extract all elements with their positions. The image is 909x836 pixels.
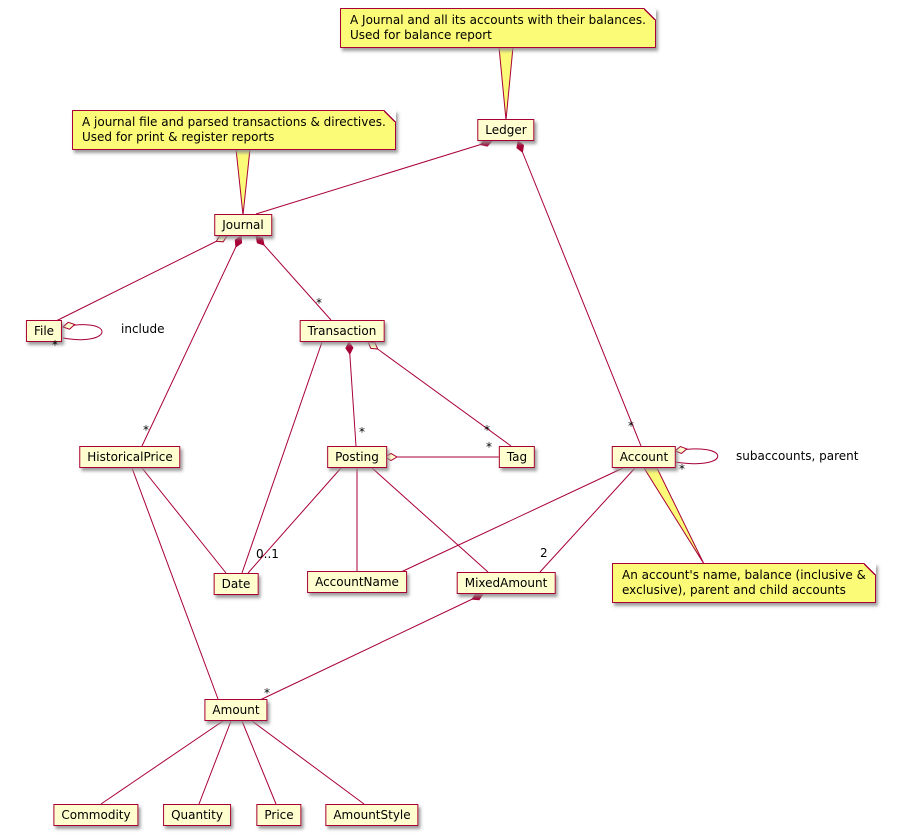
- class-tag: Tag: [498, 446, 536, 468]
- class-transaction: Transaction: [299, 320, 385, 342]
- class-tag-label: Tag: [506, 450, 528, 464]
- note-account: An account's name, balance (inclusive & …: [612, 563, 876, 603]
- multiplicity-transaction-tag: *: [484, 423, 490, 437]
- class-account-label: Account: [619, 450, 669, 464]
- edge-file-self-loop: [62, 321, 103, 341]
- note-fold-icon: [383, 110, 396, 122]
- edge-ledger-journal: [255, 138, 493, 215]
- class-journal-label: Journal: [222, 218, 264, 232]
- class-date: Date: [213, 573, 259, 595]
- edge-transaction-date: [241, 341, 323, 574]
- edge-label-subaccounts-parent: subaccounts, parent: [736, 449, 859, 463]
- edge-journal-file: [55, 235, 228, 322]
- note-journal-line1: A journal file and parsed transactions &…: [82, 115, 386, 129]
- note-account-line1: An account's name, balance (inclusive &: [622, 568, 866, 582]
- edge-amount-price: [241, 720, 277, 805]
- edge-transaction-tag: [367, 341, 512, 447]
- class-historicalprice-label: HistoricalPrice: [87, 450, 173, 464]
- edge-mixedamount-amount: [259, 592, 484, 701]
- edge-journal-historicalprice: [141, 235, 243, 447]
- note-anchor-account: [643, 467, 705, 565]
- multiplicity-ledger-account: *: [628, 419, 634, 433]
- class-amountstyle: AmountStyle: [325, 804, 419, 826]
- note-ledger-line1: A Journal and all its accounts with thei…: [350, 13, 646, 27]
- note-ledger-line2: Used for balance report: [350, 28, 492, 42]
- edge-amount-quantity: [198, 720, 232, 805]
- note-journal-line2: Used for print & register reports: [82, 130, 275, 144]
- class-quantity-label: Quantity: [171, 808, 223, 822]
- note-account-line2: exclusive), parent and child accounts: [622, 583, 846, 597]
- multiplicity-posting-tag: *: [486, 440, 492, 454]
- class-posting: Posting: [327, 446, 387, 468]
- class-accountname: AccountName: [307, 571, 407, 593]
- edge-ledger-account: [516, 140, 642, 447]
- class-transaction-label: Transaction: [307, 324, 377, 338]
- note-fold-icon: [643, 8, 656, 20]
- multiplicity-posting-date: 0..1: [256, 547, 279, 561]
- class-commodity-label: Commodity: [61, 808, 131, 822]
- class-mixedamount-label: MixedAmount: [464, 576, 548, 590]
- note-anchor-ledger: [498, 46, 514, 121]
- edge-amount-amountstyle: [251, 720, 365, 805]
- multiplicity-journal-transaction: *: [316, 296, 322, 310]
- multiplicity-mixedamount-amount: *: [264, 686, 270, 700]
- multiplicity-file-include: *: [52, 338, 58, 352]
- edge-historicalprice-amount: [131, 467, 219, 700]
- note-ledger: A Journal and all its accounts with thei…: [340, 8, 656, 48]
- edge-account-accountname: [400, 467, 624, 573]
- multiplicity-account-mixedamount: 2: [540, 546, 548, 560]
- class-account: Account: [611, 446, 677, 468]
- class-amountstyle-label: AmountStyle: [333, 808, 411, 822]
- edge-journal-transaction: [255, 235, 332, 321]
- note-fold-icon: [863, 563, 876, 575]
- note-anchor-journal: [235, 148, 251, 216]
- multiplicity-account-subaccounts: *: [679, 462, 685, 476]
- edge-label-include: include: [121, 322, 165, 336]
- edge-account-mixedamount: [539, 467, 636, 573]
- edge-account-self-loop: [674, 445, 718, 465]
- class-file: File: [25, 320, 63, 342]
- edge-posting-date: [247, 467, 342, 574]
- edge-transaction-posting: [345, 341, 357, 447]
- class-amount: Amount: [204, 699, 268, 721]
- multiplicity-journal-historicalprice: *: [143, 423, 149, 437]
- multiplicity-transaction-posting: *: [359, 425, 365, 439]
- class-price-label: Price: [264, 808, 294, 822]
- class-journal: Journal: [214, 214, 272, 236]
- class-date-label: Date: [221, 577, 251, 591]
- class-commodity: Commodity: [53, 804, 139, 826]
- class-file-label: File: [33, 324, 55, 338]
- edge-historicalprice-date: [141, 467, 227, 574]
- class-posting-label: Posting: [335, 450, 379, 464]
- note-journal: A journal file and parsed transactions &…: [72, 110, 396, 150]
- class-accountname-label: AccountName: [315, 575, 399, 589]
- class-price: Price: [256, 804, 302, 826]
- class-ledger-label: Ledger: [485, 123, 527, 137]
- edge-amount-commodity: [100, 720, 224, 805]
- class-amount-label: Amount: [212, 703, 260, 717]
- class-ledger: Ledger: [477, 119, 535, 141]
- class-mixedamount: MixedAmount: [456, 572, 556, 594]
- class-quantity: Quantity: [163, 804, 231, 826]
- class-historicalprice: HistoricalPrice: [79, 446, 181, 468]
- edge-posting-mixedamount: [371, 467, 489, 573]
